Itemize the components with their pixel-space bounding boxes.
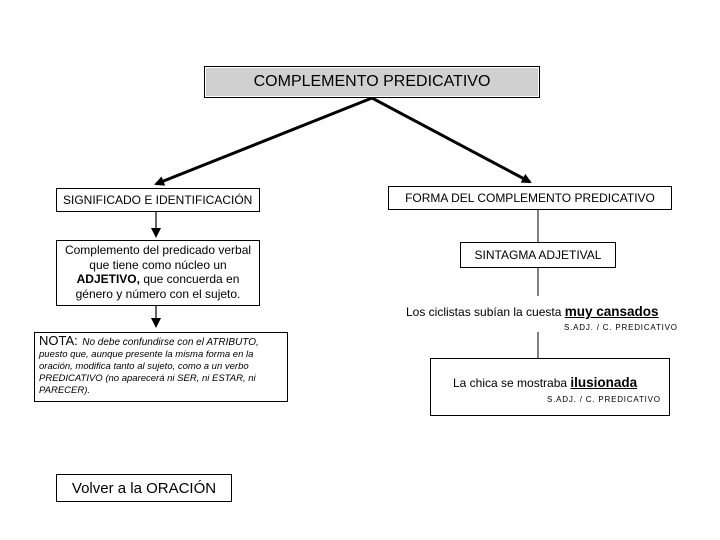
significado-heading: SIGNIFICADO E IDENTIFICACIÓN [56, 188, 260, 212]
note-box: NOTA: No debe confundirse con el ATRIBUT… [34, 332, 288, 402]
sintagma-adjetival-box: SINTAGMA ADJETIVAL [460, 242, 616, 268]
example-2-sentence: La chica se mostraba ilusionada [453, 375, 637, 390]
arrow-title-to-right [371, 96, 532, 184]
example-1-highlight: muy cansados [564, 304, 659, 319]
forma-heading: FORMA DEL COMPLEMENTO PREDICATIVO [388, 186, 672, 210]
definition-keyword: ADJETIVO, [76, 272, 140, 286]
definition-box: Complemento del predicado verbal que tie… [56, 240, 260, 306]
definition-text-start: Complemento del predicado verbal que tie… [64, 243, 252, 272]
arrow-title-to-left [154, 96, 373, 186]
example-2-text: La chica se mostraba [453, 376, 568, 390]
example-1-box: Los ciclistas subían la cuesta muy cansa… [404, 290, 677, 346]
example-2-caption: S.ADJ. / C. PREDICATIVO [547, 395, 661, 404]
example-1-text: Los ciclistas subían la cuesta [406, 305, 562, 319]
note-label: NOTA: [39, 333, 78, 348]
definition-text-end: que concuerda en género y número con el … [75, 272, 241, 301]
diagram-title: COMPLEMENTO PREDICATIVO [204, 66, 540, 98]
back-to-oracion-link[interactable]: Volver a la ORACIÓN [56, 474, 232, 502]
note-first-line: No debe confundirse con el ATRIBUTO, [82, 337, 259, 348]
example-2-box: La chica se mostraba ilusionada S.ADJ. /… [430, 358, 670, 416]
example-1-sentence: Los ciclistas subían la cuesta muy cansa… [406, 304, 659, 319]
example-1-caption: S.ADJ. / C. PREDICATIVO [564, 323, 678, 332]
example-2-highlight: ilusionada [570, 375, 638, 390]
note-body: puesto que, aunque presente la misma for… [39, 349, 256, 396]
